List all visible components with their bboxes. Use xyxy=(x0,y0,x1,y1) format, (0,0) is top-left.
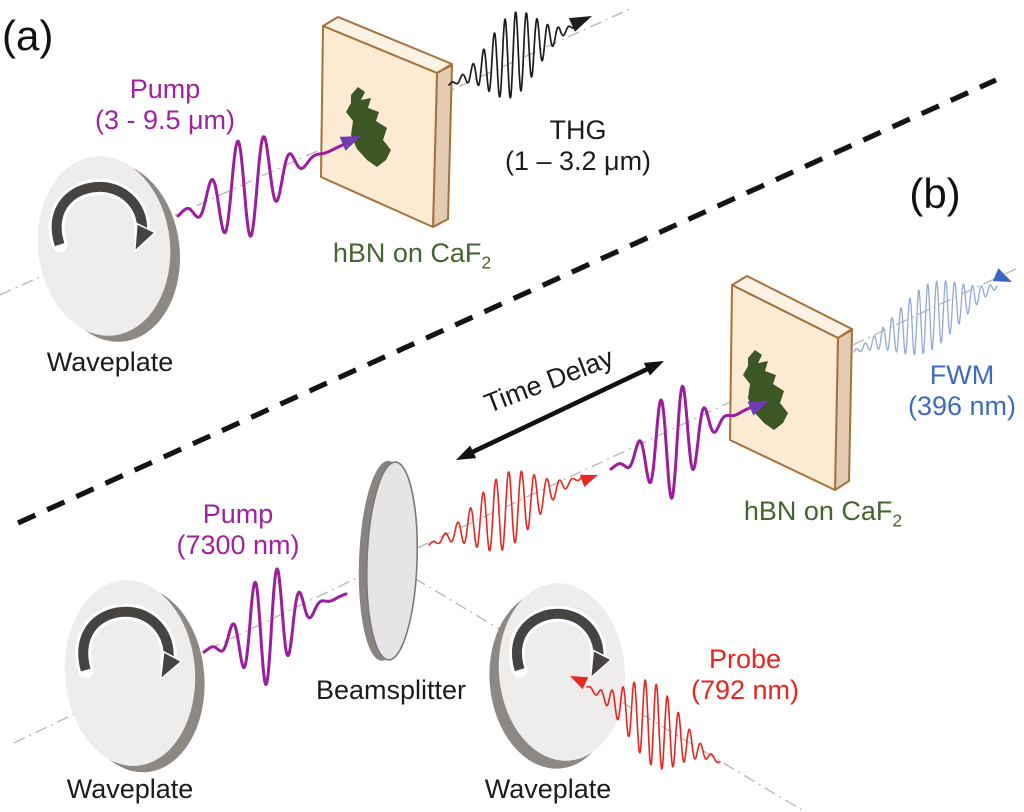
beamsplitter-label: Beamsplitter xyxy=(315,675,467,705)
probe-reflected-arrowhead-icon xyxy=(579,474,598,487)
rotation-arrow-icon xyxy=(51,181,147,247)
probe-input-wave xyxy=(586,679,721,770)
waveplate-b-left xyxy=(64,580,205,773)
fwm-wavelength: (396 nm) xyxy=(907,391,1017,421)
axis-panel-b-probe xyxy=(393,565,803,811)
beamsplitter xyxy=(358,460,419,661)
rotation-arrowhead-icon xyxy=(159,650,183,682)
probe-title: Probe xyxy=(708,644,782,674)
hbn-flake-a xyxy=(346,87,391,167)
waveplate-b-left-label: Waveplate xyxy=(66,774,194,804)
panel-divider-dashed-line xyxy=(16,77,998,526)
panel-a-label: (a) xyxy=(2,12,54,59)
axis-panel-a xyxy=(0,7,633,296)
pump-a-label: Pump (3 - 9.5 μm) xyxy=(95,74,235,136)
thg-arrowhead-icon xyxy=(568,16,592,32)
pump-b-arrowhead-icon xyxy=(747,401,769,416)
hbn-a-text: hBN on CaF xyxy=(332,238,482,268)
probe-reflected-wave xyxy=(428,470,583,552)
hbn-b-text: hBN on CaF xyxy=(743,496,893,526)
pump-b-title: Pump xyxy=(202,499,274,529)
time-delay-shaft xyxy=(461,361,659,460)
thg-title: THG xyxy=(549,115,607,145)
hbn-b-subscript: 2 xyxy=(892,510,903,531)
rotation-arrowhead-icon xyxy=(133,222,157,254)
fwm-arrowhead-icon xyxy=(992,268,1012,282)
thg-label: THG (1 – 3.2 μm) xyxy=(505,115,651,177)
probe-label: Probe (792 nm) xyxy=(691,644,799,706)
pump-a-wavelength: (3 - 9.5 μm) xyxy=(94,105,236,135)
waveplate-a xyxy=(37,156,180,342)
probe-in-arrowhead-icon xyxy=(570,676,589,690)
pump-b-output-wave xyxy=(609,384,752,500)
axis-panel-b-left xyxy=(13,561,391,744)
panel-b-label: (b) xyxy=(909,170,961,217)
time-delay-arrow xyxy=(456,361,664,460)
fwm-label: FWM (396 nm) xyxy=(908,360,1016,422)
pump-a-arrowhead-icon xyxy=(339,136,361,151)
pump-b-input-wave xyxy=(202,567,348,686)
pump-a-wave xyxy=(176,135,352,238)
hbn-a-subscript: 2 xyxy=(481,252,492,273)
sample-a xyxy=(320,16,453,228)
waveplate-a-label: Waveplate xyxy=(46,347,174,377)
pump-b-wavelength: (7300 nm) xyxy=(176,530,300,560)
pump-a-title: Pump xyxy=(129,74,201,104)
rotation-arrowhead-icon xyxy=(589,649,613,680)
wave-layer xyxy=(176,11,998,770)
time-delay-arrowhead-right-icon xyxy=(643,361,664,376)
thg-wavelength: (1 – 3.2 μm) xyxy=(504,146,652,176)
rotation-arrow-icon xyxy=(512,608,604,672)
thg-wave xyxy=(448,11,578,99)
fwm-wave xyxy=(853,280,998,356)
time-delay-arrowhead-left-icon xyxy=(456,445,477,460)
pump-b-label: Pump (7300 nm) xyxy=(176,499,299,561)
hbn-b-label: hBN on CaF2 xyxy=(744,496,902,536)
hbn-a-label: hBN on CaF2 xyxy=(333,238,491,278)
probe-wavelength: (792 nm) xyxy=(690,675,800,705)
waveplate-b-right xyxy=(489,583,626,769)
beamsplitter-face xyxy=(365,461,419,661)
fwm-title: FWM xyxy=(929,360,995,390)
rotation-arrow-icon xyxy=(78,606,174,672)
waveplate-b-right-label: Waveplate xyxy=(484,774,612,804)
sample-b-front-face xyxy=(729,284,839,491)
sample-b xyxy=(729,275,853,491)
beam-arrowheads xyxy=(339,16,1012,690)
